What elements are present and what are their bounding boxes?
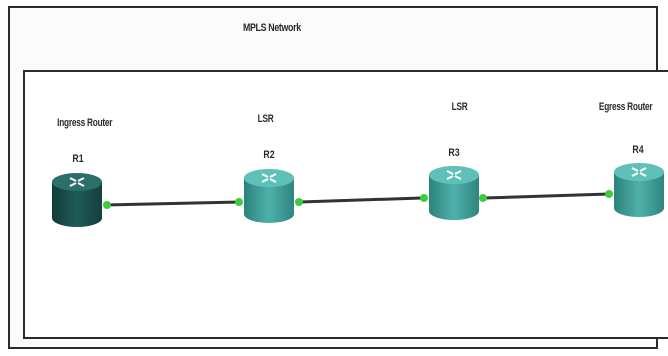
router-4-id: R4 <box>632 144 644 156</box>
link-r1-r2[interactable] <box>103 200 241 207</box>
port-r2-right <box>295 198 303 206</box>
link-r3-r4[interactable] <box>483 192 610 200</box>
port-indicators <box>103 190 613 209</box>
router-r4[interactable] <box>614 163 664 217</box>
router-arrows-icon <box>261 173 277 183</box>
router-r1[interactable] <box>52 173 102 227</box>
router-3-role: LSR <box>451 101 468 113</box>
port-r3-left <box>420 194 428 202</box>
router-1-id: R1 <box>72 153 84 165</box>
router-1-role: Ingress Router <box>57 117 113 129</box>
links <box>103 192 610 207</box>
router-arrows-icon <box>446 170 462 180</box>
router-2-id: R2 <box>263 149 275 161</box>
diagram-title: MPLS Network <box>243 22 301 34</box>
port-r4-left <box>605 190 613 198</box>
port-r2-left <box>235 198 243 206</box>
router-3-id: R3 <box>448 147 460 159</box>
router-arrows-icon <box>69 177 85 187</box>
port-r3-right <box>479 194 487 202</box>
port-r1-right <box>103 201 111 209</box>
router-4-role: Egress Router <box>598 101 653 113</box>
router-r2[interactable] <box>244 169 294 223</box>
router-r3[interactable] <box>429 166 479 220</box>
link-r2-r3[interactable] <box>299 196 423 204</box>
router-arrows-icon <box>631 167 647 177</box>
router-2-role: LSR <box>257 113 274 125</box>
